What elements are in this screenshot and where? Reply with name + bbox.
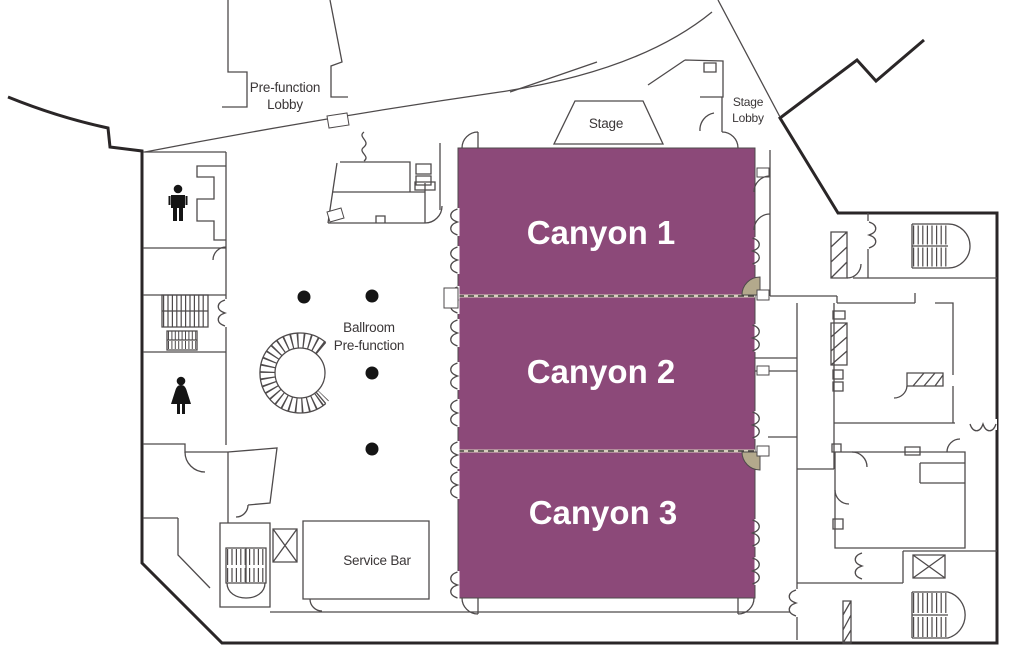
curved-promenade-wall (144, 0, 781, 153)
prefunction-lobby-label-line1: Pre-function (250, 80, 320, 95)
ballroom-prefunction-label-line2: Pre-function (334, 338, 404, 353)
door-tab (756, 445, 770, 457)
doors (184, 112, 997, 617)
escalator-hatch-icon (906, 372, 944, 387)
door-tab (326, 207, 345, 223)
column-dot (365, 289, 379, 303)
southwest-rooms-walls (143, 447, 790, 613)
canyon-ballroom-block (457, 147, 761, 599)
canyon-rooms-highlight (457, 147, 756, 599)
spiral-staircase-icon (259, 330, 365, 416)
mid-service-rooms-walls (327, 143, 441, 224)
column-dot (297, 290, 311, 304)
stairs-icon (225, 547, 267, 599)
stage-label: Stage (589, 116, 623, 131)
stairs (161, 223, 971, 639)
service-bar-label: Service Bar (343, 553, 411, 568)
stairs-icon (911, 223, 971, 269)
column-dot (365, 366, 379, 380)
divider-door-wedge-icon (741, 276, 761, 296)
stairs-icon (911, 591, 966, 639)
southeast-service-walls (797, 423, 997, 644)
exterior-walls (7, 38, 999, 645)
divider-door-wedge-icon (741, 451, 761, 471)
northeast-service-walls (755, 150, 997, 640)
labels: Pre-function Lobby Stage Stage Lobby Bal… (250, 80, 764, 568)
womens-restroom-icon (171, 376, 191, 414)
canyon-2-label: Canyon 2 (527, 353, 676, 390)
icons (168, 184, 946, 579)
mens-restroom-icon (168, 184, 188, 221)
elevator-icon (272, 528, 298, 563)
columns (297, 289, 379, 456)
door-tab (443, 287, 459, 309)
door-tab (326, 112, 350, 129)
building-outline (7, 38, 999, 645)
canyon-3-label: Canyon 3 (529, 494, 678, 531)
ballroom-prefunction-label-line1: Ballroom (343, 320, 395, 335)
canyon-1-label: Canyon 1 (527, 214, 676, 251)
prefunction-lobby-walls (222, 0, 348, 108)
stairs-icon (161, 294, 209, 351)
stage-lobby-label-line1: Stage (733, 95, 764, 109)
door-tab (756, 365, 770, 376)
stage-walls (509, 59, 724, 145)
single-door-arcs (184, 112, 961, 615)
prefunction-lobby-label-line2: Lobby (267, 97, 303, 112)
elevator-icon (912, 554, 946, 579)
door-tab (756, 289, 770, 301)
column-dot (365, 442, 379, 456)
stage-lobby-label-line2: Lobby (732, 111, 764, 125)
